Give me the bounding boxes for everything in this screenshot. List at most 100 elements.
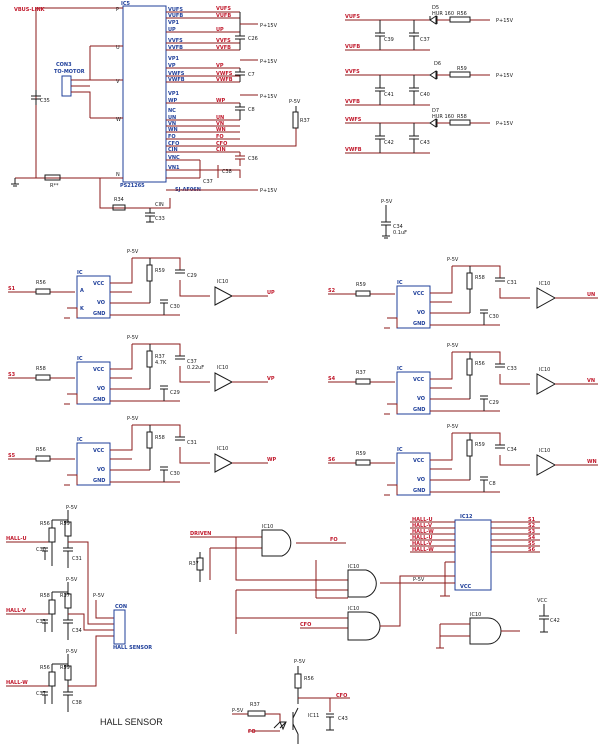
in-cfo: CFO: [168, 141, 179, 147]
in-vnc: VNC: [168, 155, 180, 161]
c-hv1: C33: [36, 619, 46, 625]
p5v-hv: P-5V: [66, 577, 78, 583]
bs-vufs: VUFS: [345, 14, 360, 20]
p5v-fault2: P-5V: [232, 708, 244, 714]
out-wp: WP: [267, 457, 277, 463]
opto-wn: S6 R59 IC VCC VO GND P-5V R59 C34 C8 IC1…: [328, 424, 598, 496]
p15v-g: P+15V: [496, 121, 514, 127]
s3-label: S3: [8, 372, 16, 378]
cfo-label: CFO: [300, 622, 311, 628]
cfo-out: CFO: [336, 693, 347, 699]
s6-label: S6: [328, 457, 336, 463]
in-vp: VP: [168, 63, 176, 69]
pin-vvfs: VVFS: [216, 38, 231, 44]
c-hu1: C30: [36, 547, 46, 553]
ic-vn-vo: VO: [417, 396, 425, 402]
in-wn: WN: [168, 127, 178, 133]
ic-u-a: A: [80, 288, 84, 294]
ic12-s3: S3: [528, 529, 536, 535]
d7-part: HUR 160: [432, 114, 454, 120]
r-hv1: R58: [40, 593, 50, 599]
hdr-in-3: HALL-W: [412, 529, 434, 535]
ic-w-vo: VO: [97, 467, 105, 473]
c39-label: C39: [384, 37, 394, 43]
p5v-fault: P-5V: [294, 659, 306, 665]
c-v2: C29: [170, 390, 180, 396]
in-vp1c: VP1: [168, 91, 180, 97]
hdr-in-1: HALL-U: [412, 517, 433, 523]
conn-sub: TO-MOTOR: [54, 69, 85, 75]
r-s1: R56: [36, 280, 46, 286]
vbus-label: VBUS-LINK: [14, 7, 46, 13]
hdr-in-6: HALL-W: [412, 547, 434, 553]
c-un: C31: [507, 280, 517, 286]
s1-label: S1: [8, 286, 16, 292]
ic-u-k: K: [80, 306, 85, 312]
hdr-in-5: HALL-V: [412, 541, 432, 547]
pin-cfo: CFO: [216, 141, 227, 147]
pin-vp: VP: [216, 63, 224, 69]
opto-u: S1 R56 IC VCC VO GND A K P-5V R59 C29 C3…: [8, 249, 275, 319]
r37-label: R37: [300, 118, 310, 124]
conn-label: CON3: [56, 62, 72, 68]
p5v-vn: P-5V: [447, 343, 459, 349]
c-hw2: C38: [72, 700, 82, 706]
pin-w-label: W: [116, 117, 121, 123]
gate-b-label: IC10: [348, 564, 359, 570]
hall-connector: [113, 609, 126, 645]
ic12-s1: S1: [528, 517, 536, 523]
c34-val: 0.1uF: [393, 230, 407, 236]
hall-u-label: HALL-U: [6, 536, 27, 542]
opto-w: S5 R56 IC VCC VO GND P-5V R58 C31 C30 IC…: [8, 416, 277, 486]
r-w: R58: [155, 435, 165, 441]
cin-label: CIN: [155, 202, 164, 208]
r-s6: R59: [356, 451, 366, 457]
ipm-section: IC5 PS21265 SJ-AF06N VBUS-LINK P U V W N…: [11, 1, 310, 223]
c41-label: C41: [384, 92, 394, 98]
p15v-c: P+15V: [260, 94, 278, 100]
p5v-hu: P-5V: [66, 505, 78, 511]
c34-label: C34: [393, 224, 403, 230]
in-vwfs: VWFS: [168, 71, 185, 77]
in-nc: NC: [168, 108, 176, 114]
ic-wn-vo: VO: [417, 477, 425, 483]
in-vn: VN: [168, 121, 176, 127]
opto-v: S3 R58 IC VCC VO GND P-5V R37 4.7K C37 0…: [8, 335, 275, 405]
pin-v-label: V: [116, 79, 120, 85]
s4-label: S4: [328, 376, 336, 382]
ic-v-label: IC: [77, 356, 83, 362]
ic5-right-pins: [166, 11, 240, 179]
out-vp: VP: [267, 376, 275, 382]
c37-label: C37: [203, 179, 213, 185]
p15v-b: P+15V: [260, 59, 278, 65]
out-up: UP: [267, 290, 275, 296]
p15v-f: P+15V: [496, 73, 514, 79]
ic-vn-label: IC: [397, 366, 403, 372]
r34-label: R34: [114, 197, 124, 203]
pin-fo: FO: [216, 134, 224, 140]
ic12-s4: S4: [528, 535, 536, 541]
p15v-e: P+15V: [496, 18, 514, 24]
fault-section: P-5V R56 CFO C43 IC11 P-5V R37 FO: [232, 659, 350, 744]
in-vvfb: VVFB: [168, 45, 183, 51]
ic-un-vcc: VCC: [413, 291, 425, 297]
c42-label: C42: [384, 140, 394, 146]
r-fault2: R37: [250, 702, 260, 708]
r-vn: R56: [475, 361, 485, 367]
r-logic: R37: [189, 561, 199, 567]
r-hv2: R37: [60, 593, 70, 599]
c40-label: C40: [420, 92, 430, 98]
opto-un: S2 R59 IC VCC VO GND P-5V R58 C31 C30 IC…: [328, 257, 598, 329]
ic12-s6: S6: [528, 547, 536, 553]
ic5-label: IC5: [121, 1, 131, 7]
r-hu1: R56: [40, 521, 50, 527]
pin-up: UP: [216, 27, 224, 33]
pin-vwfb: VWFB: [216, 77, 233, 83]
ic-u-vo: VO: [97, 300, 105, 306]
ic-u-label: IC: [77, 270, 83, 276]
in-cin: CIN: [168, 147, 178, 153]
hall-conn-label: CON: [115, 604, 127, 610]
ic-v-vcc: VCC: [93, 367, 105, 373]
logic-section: DRIVEN IC10 FO R37 IC10 P-5V IC10 CFO IC…: [189, 514, 560, 649]
